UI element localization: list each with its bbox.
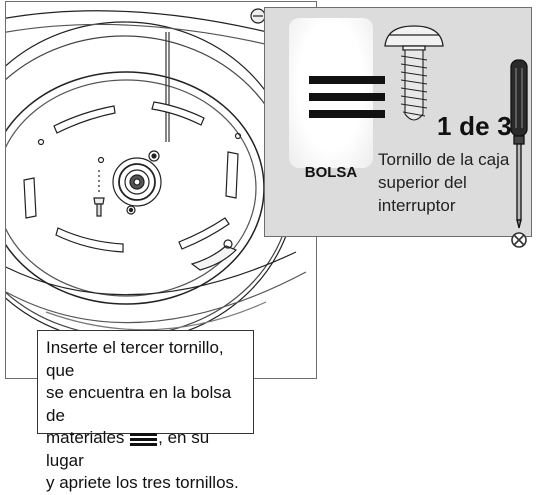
instruction-line-3: materiales , en su lugar <box>46 427 245 472</box>
instruction-line-1: Inserte el tercer tornillo, que <box>46 338 224 380</box>
hardware-callout: BOLSA 1 de 3 Tornillo de la caja superio… <box>264 7 532 237</box>
hardware-bag-bar <box>309 93 385 101</box>
hardware-bag-icon <box>309 76 385 84</box>
screw-caption: Tornillo de la caja superior del interru… <box>378 150 510 215</box>
hardware-bag-icon <box>130 432 158 446</box>
instruction-line-4: y apriete los tres tornillos. <box>46 473 239 492</box>
screw-count: 1 de 3 <box>437 111 512 141</box>
phillips-screwdriver-icon <box>510 59 528 248</box>
bag-label: BOLSA <box>304 164 358 181</box>
instruction-line-2: se encuentra en la bolsa de <box>46 383 232 425</box>
hardware-bag <box>289 18 385 168</box>
screw-icon <box>384 25 444 121</box>
instruction-box: Inserte el tercer tornillo, que se encue… <box>37 330 254 492</box>
instruction-line-3-start: materiales <box>46 428 125 447</box>
hardware-bag-bar <box>309 110 385 118</box>
